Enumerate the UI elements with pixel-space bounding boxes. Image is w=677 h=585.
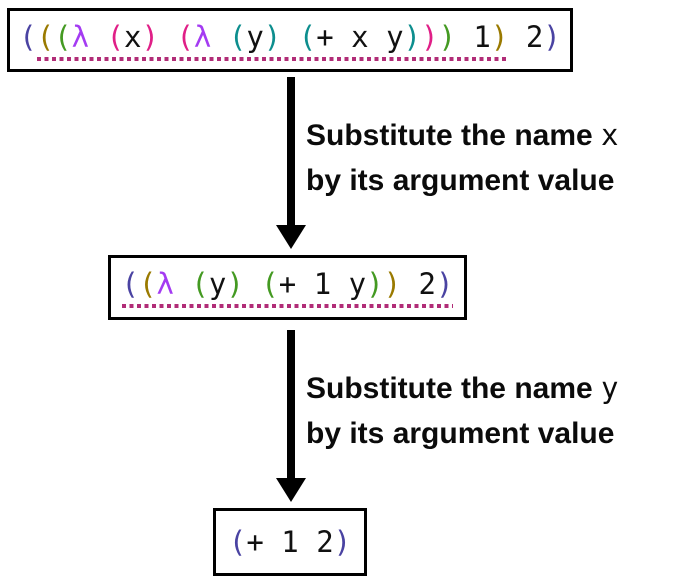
code-token — [264, 525, 281, 559]
down-arrow-step2 — [276, 330, 306, 502]
code-token — [331, 267, 348, 301]
arrow2-label-prefix: Substitute the name — [306, 372, 602, 405]
code-token: y — [386, 19, 404, 54]
arrow2-label-line2: by its argument value — [306, 417, 615, 450]
code-expression-step1: (((λ (x) (λ (y) (+ x y))) 1) 2) — [19, 19, 561, 61]
code-token: ) — [490, 19, 509, 54]
code-token: ) — [366, 267, 384, 301]
code-token: 1 — [281, 525, 299, 559]
code-token: λ — [193, 19, 212, 54]
code-token: ) — [383, 267, 402, 301]
code-token: ) — [435, 267, 454, 301]
arrow1-label-line1: Substitute the name x — [306, 113, 619, 158]
code-token: 2 — [316, 525, 334, 559]
code-token: x — [351, 19, 369, 54]
code-token: ) — [141, 19, 159, 54]
code-token: ) — [333, 525, 352, 559]
code-token: y — [348, 267, 367, 301]
code-token — [296, 267, 313, 301]
code-expression-step3: (+ 1 2) — [229, 525, 351, 559]
code-token: + — [246, 525, 264, 559]
code-expression-step2: ((λ (y) (+ 1 y)) 2) — [121, 267, 454, 308]
expression-box-step3: (+ 1 2) — [213, 508, 367, 576]
code-token — [401, 267, 418, 301]
code-token: ( — [228, 525, 247, 559]
arrow-head-icon — [276, 478, 306, 502]
code-token: ( — [54, 19, 72, 54]
code-token: ( — [139, 267, 157, 301]
code-token — [281, 20, 298, 54]
arrow1-label: Substitute the name x by its argument va… — [306, 113, 619, 203]
code-token: + — [278, 267, 297, 301]
code-token: λ — [156, 267, 174, 301]
code-token: λ — [71, 19, 90, 54]
code-token — [299, 525, 316, 559]
code-token — [174, 267, 191, 301]
code-token — [456, 20, 473, 54]
code-token: ( — [298, 19, 317, 54]
code-token — [89, 20, 106, 54]
code-token: ( — [19, 19, 37, 54]
down-arrow-step1 — [276, 77, 306, 249]
underlined-redex: ((λ (x) (λ (y) (+ x y))) 1) — [36, 19, 509, 61]
code-token — [508, 20, 525, 54]
code-token — [334, 20, 351, 54]
arrow1-label-prefix: Substitute the name — [306, 119, 602, 152]
code-token: ( — [36, 19, 55, 54]
code-segment: ( — [19, 20, 36, 54]
arrow-head-icon — [276, 225, 306, 249]
code-token: ( — [191, 267, 209, 301]
code-token: ) — [226, 267, 244, 301]
code-token: y — [208, 267, 227, 301]
code-segment: 2) — [508, 19, 561, 54]
code-token: ( — [228, 19, 247, 54]
code-token: ( — [106, 19, 125, 54]
expression-box-step1: (((λ (x) (λ (y) (+ x y))) 1) 2) — [7, 8, 573, 72]
arrow2-variable: y — [601, 371, 619, 405]
code-token: + — [316, 19, 334, 54]
code-token: ( — [176, 19, 194, 54]
code-token — [369, 20, 386, 54]
code-token: ( — [121, 267, 140, 301]
code-token — [211, 20, 228, 54]
code-token: ( — [261, 267, 279, 301]
arrow-shaft — [287, 77, 295, 227]
code-token: 1 — [313, 267, 332, 301]
underlined-redex: ((λ (y) (+ 1 y)) 2) — [121, 267, 454, 308]
code-segment: (+ 1 2) — [229, 525, 351, 559]
code-token: ) — [403, 19, 422, 54]
expression-box-step2: ((λ (y) (+ 1 y)) 2) — [108, 255, 467, 320]
arrow2-label-line1: Substitute the name y — [306, 366, 619, 411]
arrow1-label-line2: by its argument value — [306, 164, 615, 197]
code-token: ) — [421, 19, 439, 54]
arrow2-label: Substitute the name y by its argument va… — [306, 366, 619, 456]
code-token: 2 — [525, 19, 544, 54]
code-token — [159, 20, 176, 54]
code-token: ) — [543, 19, 561, 54]
arrow1-variable: x — [601, 118, 619, 152]
code-token: ) — [438, 19, 456, 54]
code-token: x — [124, 19, 142, 54]
code-token — [244, 267, 261, 301]
arrow-shaft — [287, 330, 295, 480]
code-token: ) — [263, 19, 282, 54]
code-token: 1 — [473, 19, 491, 54]
code-token: y — [246, 19, 264, 54]
code-token: 2 — [418, 267, 436, 301]
